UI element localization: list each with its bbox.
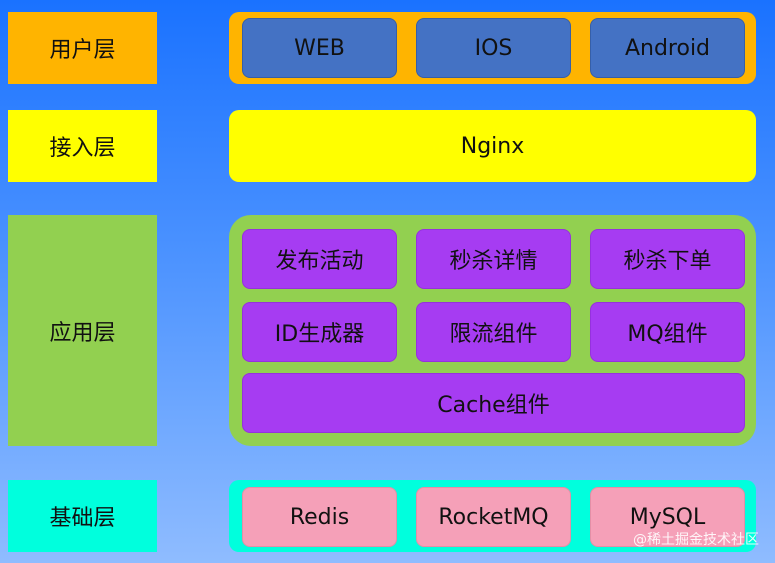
app-rate-limiter: 限流组件 [416,302,571,362]
app-cache-component: Cache组件 [242,373,745,433]
app-publish-activity: 发布活动 [242,229,397,289]
nginx-box: Nginx [229,110,756,182]
app-mq-component: MQ组件 [590,302,745,362]
base-layer-label: 基础层 [8,480,157,552]
client-ios: IOS [416,18,571,78]
base-rocketmq: RocketMQ [416,487,571,547]
base-mysql: MySQL [590,487,745,547]
watermark-text: @稀土掘金技术社区 [633,532,759,548]
app-id-generator: ID生成器 [242,302,397,362]
app-layer-label: 应用层 [8,215,157,446]
client-web: WEB [242,18,397,78]
user-layer-container: WEB IOS Android [229,12,756,84]
app-seckill-order: 秒杀下单 [590,229,745,289]
client-android: Android [590,18,745,78]
base-layer-container: Redis RocketMQ MySQL [229,480,756,552]
app-seckill-detail: 秒杀详情 [416,229,571,289]
app-layer-container: 发布活动 秒杀详情 秒杀下单 ID生成器 限流组件 MQ组件 Cache组件 [229,215,756,446]
base-redis: Redis [242,487,397,547]
user-layer-label: 用户层 [8,12,157,84]
access-layer-label: 接入层 [8,110,157,182]
